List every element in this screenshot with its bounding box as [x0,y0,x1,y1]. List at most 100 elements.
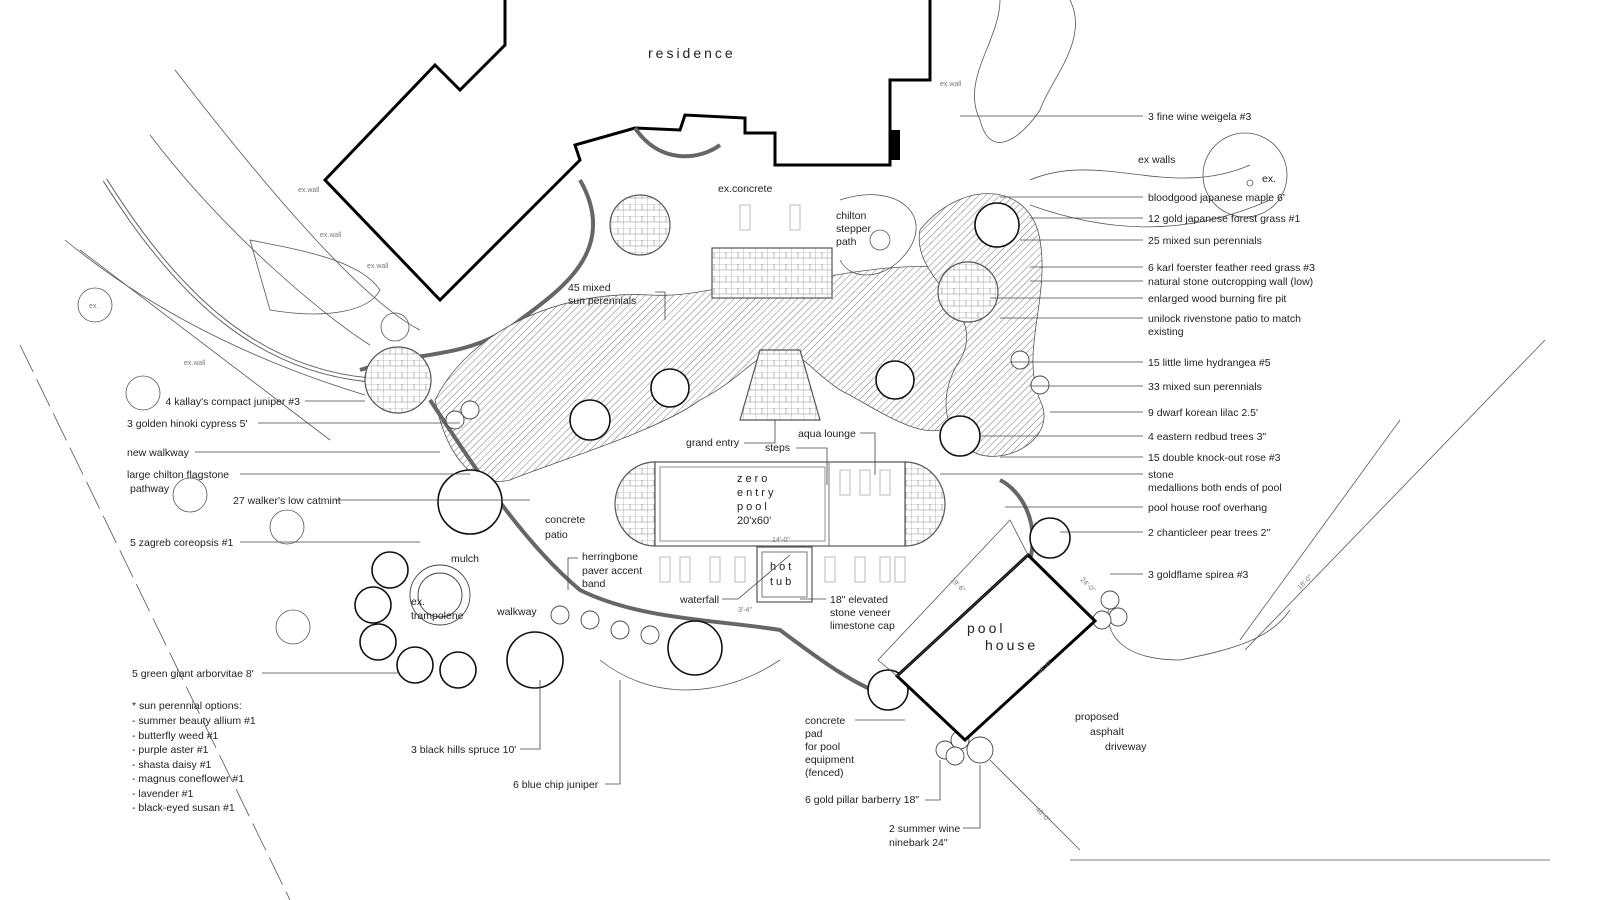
callout-label: 2 chanticleer pear trees 2" [1148,527,1270,539]
chilton-stepper-path-label: stepper [836,223,872,235]
dimension-label: 14'-0" [772,537,790,544]
ex-wall-label: ex.wall [298,187,320,194]
ex-concrete-label: ex.concrete [718,183,772,195]
waterfall-label: waterfall [679,594,719,606]
ex-wall-label: ex.wall [940,81,962,88]
svg-text:- shasta daisy #1: - shasta daisy #1 [132,759,212,771]
left-callouts: 4 kallay's compact juniper #3 3 golden h… [127,396,530,680]
ex-label: ex. [1262,173,1276,185]
ex-walls-label: ex walls [1138,154,1175,166]
svg-text:equipment: equipment [805,754,854,766]
dimension-label: 18'-0" [1296,573,1314,591]
concrete-patio-label: concrete [545,514,585,526]
callout-label: large chilton flagstone [127,469,229,481]
callout-label: unilock rivenstone patio to match [1148,313,1301,325]
callout-label: 5 zagreb coreopsis #1 [130,537,233,549]
pool-label: zero [737,473,770,485]
trampolene-label: trampolene [411,610,464,622]
callout-label: 4 kallay's compact juniper #3 [166,396,301,408]
svg-text:- black-eyed susan #1: - black-eyed susan #1 [132,802,235,814]
callout-label: 33 mixed sun perennials [1148,381,1262,393]
driveway-label: proposed [1075,711,1119,723]
svg-text:- lavender #1: - lavender #1 [132,788,193,800]
concrete-pad-label: concrete pad for pool equipment (fenced) [805,715,854,779]
callout-label: 12 gold japanese forest grass #1 [1148,213,1301,225]
herringbone-label: band [582,578,606,590]
dimension-label: 40'-0" [1034,806,1052,824]
trampolene-label: ex. [411,596,425,608]
barberry-label: 6 gold pillar barberry 18" [805,794,919,806]
svg-text:pad: pad [805,728,823,740]
spruce-label: 3 black hills spruce 10' [411,744,516,756]
callout-label: 25 mixed sun perennials [1148,235,1262,247]
chilton-stepper-path-label: path [836,236,857,248]
ex-wall-label: ex.wall [367,263,389,270]
chilton-stepper-path-label: chilton [836,210,867,222]
walkway-label: walkway [496,606,537,618]
callout-label: natural stone outcropping wall (low) [1148,276,1313,288]
hot-tub-label: tub [770,576,794,588]
callout-label: 5 green giant arborvitae 8' [132,668,254,680]
ex-wall-label: ex.wall [184,360,206,367]
residence-label: residence [648,45,736,61]
svg-text:- purple aster #1: - purple aster #1 [132,744,209,756]
ninebark-label: ninebark 24" [889,837,948,849]
herringbone-label: paver accent [582,565,642,577]
dimension-label: 3'-4" [738,607,752,614]
pool-house [877,339,1550,861]
svg-text:for pool: for pool [805,741,840,753]
svg-text:(fenced): (fenced) [805,767,844,779]
callout-label: 27 walker's low catmint [233,495,341,507]
callout-label: 15 double knock-out rose #3 [1148,452,1281,464]
svg-text:* sun perennial options:: * sun perennial options: [132,700,242,712]
pool-house-label: pool [967,620,1005,636]
callout-label: 9 dwarf korean lilac 2.5' [1148,407,1258,419]
right-callouts: 3 fine wine weigela #3 bloodgood japanese… [940,111,1315,581]
blue-chip-label: 6 blue chip juniper [513,779,599,791]
dimension-label: 19'-6" [949,576,967,594]
svg-text:- butterfly weed #1: - butterfly weed #1 [132,730,219,742]
grand-entry-label: grand entry [686,437,740,449]
driveway-label: driveway [1105,741,1147,753]
mixed-perennials-label: sun perennials [568,295,636,307]
callout-label: new walkway [127,447,190,459]
residence-outline [322,0,932,303]
dimension-label: 24'-0" [1079,576,1097,594]
existing-trees: ex. [77,287,410,645]
mixed-perennials-label: 45 mixed [568,282,611,294]
trees [354,202,1128,766]
ninebark-label: 2 summer wine [889,823,960,835]
callout-label: 3 fine wine weigela #3 [1148,111,1251,123]
driveway-label: asphalt [1090,726,1124,738]
ex-label: ex. [89,303,98,310]
callout-label: enlarged wood burning fire pit [1148,293,1286,305]
existing-walls-right [974,0,1288,228]
callout-label: bloodgood japanese maple 6' [1148,192,1285,204]
elevated-cap-label: stone veneer [830,607,891,619]
herringbone-label: herringbone [582,551,638,563]
concrete-patio-label: patio [545,529,568,541]
callout-label: pathway [130,483,170,495]
callout-label: 3 golden hinoki cypress 5' [127,418,248,430]
elevated-cap-label: limestone cap [830,620,895,632]
elevated-cap-label: 18" elevated [830,594,888,606]
pool-house-label: house [985,637,1038,653]
pool-label: entry [737,487,776,499]
steps-label: steps [765,442,790,454]
pool-size-label: 20'x60' [737,515,771,527]
callout-label: 6 karl foerster feather reed grass #3 [1148,262,1315,274]
aqua-lounge-label: aqua lounge [798,428,856,440]
perennial-options-list: * sun perennial options: - summer beauty… [132,700,256,814]
svg-text:- magnus coneflower #1: - magnus coneflower #1 [132,773,244,785]
callout-label: 3 goldflame spirea #3 [1148,569,1249,581]
callout-label: pool house roof overhang [1148,502,1267,514]
callout-label: existing [1148,326,1184,338]
callout-label: stone [1148,469,1174,481]
callout-label: 15 little lime hydrangea #5 [1148,357,1271,369]
pool-label: pool [737,501,770,513]
svg-text:concrete: concrete [805,715,845,727]
ex-wall-label: ex.wall [320,232,342,239]
pool [614,204,946,603]
existing-walls-left [19,69,421,900]
